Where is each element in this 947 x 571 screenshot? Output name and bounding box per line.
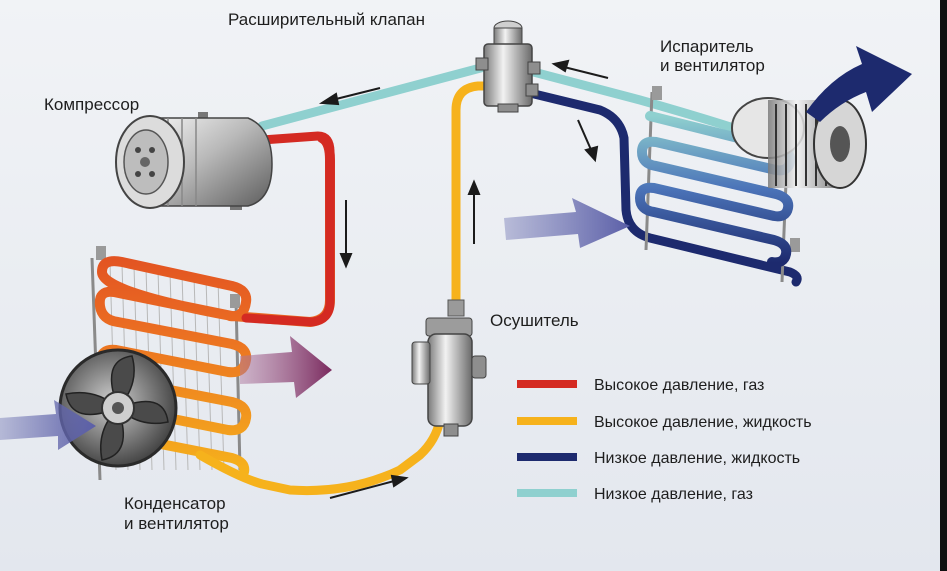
condenser-fan-icon bbox=[58, 348, 178, 468]
legend-label: Высокое давление, жидкость bbox=[594, 414, 812, 431]
legend: Высокое давление, газ Высокое давление, … bbox=[517, 377, 812, 503]
pipe-high-pressure-liquid bbox=[195, 415, 445, 496]
flow-arrow-to-dryer bbox=[329, 474, 409, 499]
airflow-arrow-out-evaporator bbox=[806, 46, 912, 122]
label-condenser-line1: Конденсатор bbox=[124, 494, 226, 513]
legend-item: Низкое давление, газ bbox=[517, 486, 753, 503]
label-expansion-valve: Расширительный клапан bbox=[228, 10, 425, 29]
label-dryer: Осушитель bbox=[490, 311, 579, 330]
label-condenser-line2: и вентилятор bbox=[124, 514, 229, 533]
flow-arrow-to-compressor bbox=[318, 87, 381, 106]
pipe-high-pressure-gas bbox=[241, 131, 335, 327]
legend-item: Высокое давление, газ bbox=[517, 377, 764, 394]
pipe-high-pressure-liquid-up bbox=[451, 81, 495, 313]
evaporator-blower-icon bbox=[731, 97, 867, 189]
flow-arrow-to-evaporator bbox=[577, 119, 599, 163]
label-evaporator-line1: Испаритель bbox=[660, 37, 754, 56]
legend-label: Низкое давление, газ bbox=[594, 486, 753, 503]
right-edge-strip bbox=[940, 0, 947, 571]
flow-arrows bbox=[318, 59, 609, 499]
label-compressor: Компрессор bbox=[44, 95, 139, 114]
legend-swatch bbox=[517, 380, 577, 388]
legend-item: Низкое давление, жидкость bbox=[517, 450, 800, 467]
compressor-icon bbox=[115, 112, 273, 210]
legend-swatch bbox=[517, 417, 577, 425]
legend-label: Низкое давление, жидкость bbox=[594, 450, 800, 467]
flow-arrow-down-condenser bbox=[339, 200, 353, 269]
legend-item: Высокое давление, жидкость bbox=[517, 414, 812, 431]
airflow-arrow-out-condenser bbox=[240, 336, 332, 398]
dryer-icon bbox=[411, 299, 487, 437]
airflow-arrow-into-fan bbox=[0, 400, 96, 450]
flow-arrow-from-evaporator bbox=[551, 59, 609, 79]
legend-label: Высокое давление, газ bbox=[594, 377, 764, 394]
pipe-low-pressure-gas bbox=[257, 61, 493, 131]
legend-swatch bbox=[517, 489, 577, 497]
expansion-valve-icon bbox=[475, 20, 541, 113]
flow-arrow-up-dryer bbox=[467, 179, 481, 244]
label-evaporator-line2: и вентилятор bbox=[660, 56, 765, 75]
airflow-arrow-into-evaporator bbox=[504, 198, 630, 248]
legend-swatch bbox=[517, 453, 577, 461]
pipe-low-pressure-liquid bbox=[521, 87, 802, 287]
